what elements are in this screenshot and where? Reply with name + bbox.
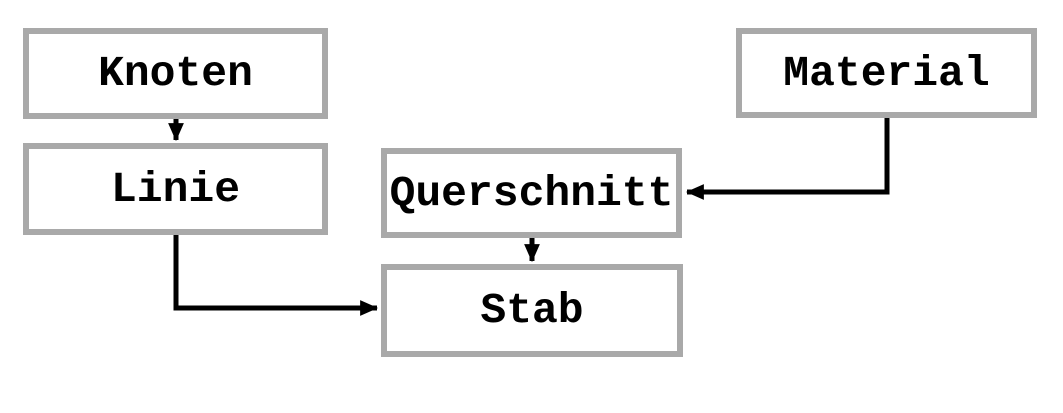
node-stab-label: Stab — [480, 286, 584, 335]
node-stab: Stab — [381, 264, 683, 357]
node-material-label: Material — [783, 48, 990, 98]
node-querschnitt: Querschnitt — [381, 148, 682, 238]
node-querschnitt-label: Querschnitt — [389, 168, 674, 218]
node-knoten-label: Knoten — [98, 49, 253, 98]
arrow-linie-to-stab — [173, 235, 379, 316]
arrow-material-to-querschnitt — [685, 118, 890, 200]
node-knoten: Knoten — [23, 28, 328, 119]
node-linie: Linie — [23, 143, 328, 235]
node-linie-label: Linie — [110, 164, 241, 214]
node-material: Material — [736, 28, 1037, 118]
